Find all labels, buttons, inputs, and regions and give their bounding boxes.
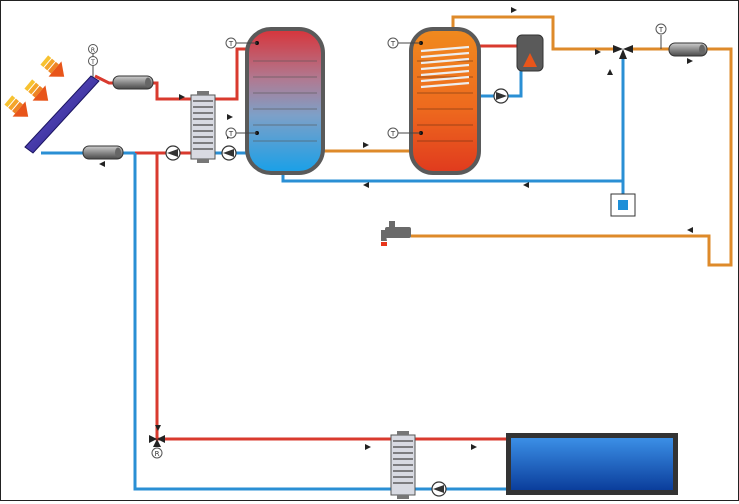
- arrow-icon: [179, 94, 185, 100]
- arrow-icon: [227, 114, 233, 120]
- arrow-icon: [365, 444, 371, 450]
- sensor-label: T: [228, 130, 234, 138]
- tap-icon: [381, 221, 411, 246]
- arrow-icon: [607, 69, 613, 75]
- sensor-label: T: [390, 130, 396, 138]
- arrow-icon: [99, 161, 105, 167]
- sensor-icon: T: [655, 23, 667, 49]
- heat-exchanger-icon: [190, 91, 216, 163]
- arrow-icon: [155, 425, 161, 431]
- sensor-label: R: [91, 47, 95, 54]
- dhw-to-tap-pipe: [411, 47, 733, 267]
- boiler-icon: [516, 34, 544, 72]
- arrow-icon: [687, 227, 693, 233]
- sensor-icon: R: [151, 447, 163, 459]
- sensor-label: T: [228, 40, 234, 48]
- heat-exchanger-icon: [390, 431, 416, 499]
- cold-inlet-icon: [610, 193, 636, 217]
- arrow-icon: [511, 7, 517, 13]
- flow-arrows: [99, 7, 693, 450]
- arrow-icon: [471, 444, 477, 450]
- arrow-icon: [363, 182, 369, 188]
- sensor-label: T: [90, 59, 95, 66]
- dhw-out-pipe: [451, 15, 616, 51]
- coil-icon: [420, 45, 470, 89]
- valve-icon: [613, 45, 633, 59]
- sun-ray-icon: [4, 55, 65, 117]
- dhw-tank: [409, 27, 481, 175]
- sensor-label: R: [155, 450, 160, 458]
- pool-icon: [506, 433, 678, 495]
- sensor-label: T: [390, 40, 396, 48]
- hot-pipe-collector: [94, 74, 191, 101]
- collector-icon: [24, 75, 100, 154]
- sensor-icon: T T: [225, 37, 257, 139]
- valve-icon: [149, 435, 165, 447]
- dhw-pump-pipe: [479, 71, 523, 98]
- sensor-label: T: [658, 26, 664, 34]
- flow-meter-icon: [82, 42, 708, 160]
- arrow-icon: [523, 182, 529, 188]
- pump-icon: [165, 88, 509, 497]
- buffer-tank: [245, 27, 325, 175]
- arrow-icon: [687, 58, 693, 64]
- sensor-icon: R T: [88, 44, 98, 77]
- sensor-icon: T T: [387, 37, 421, 139]
- arrow-icon: [363, 142, 369, 148]
- pool-hot-pipe: [155, 153, 391, 441]
- arrow-icon: [595, 49, 601, 55]
- pool-cold-pipe: [133, 153, 391, 491]
